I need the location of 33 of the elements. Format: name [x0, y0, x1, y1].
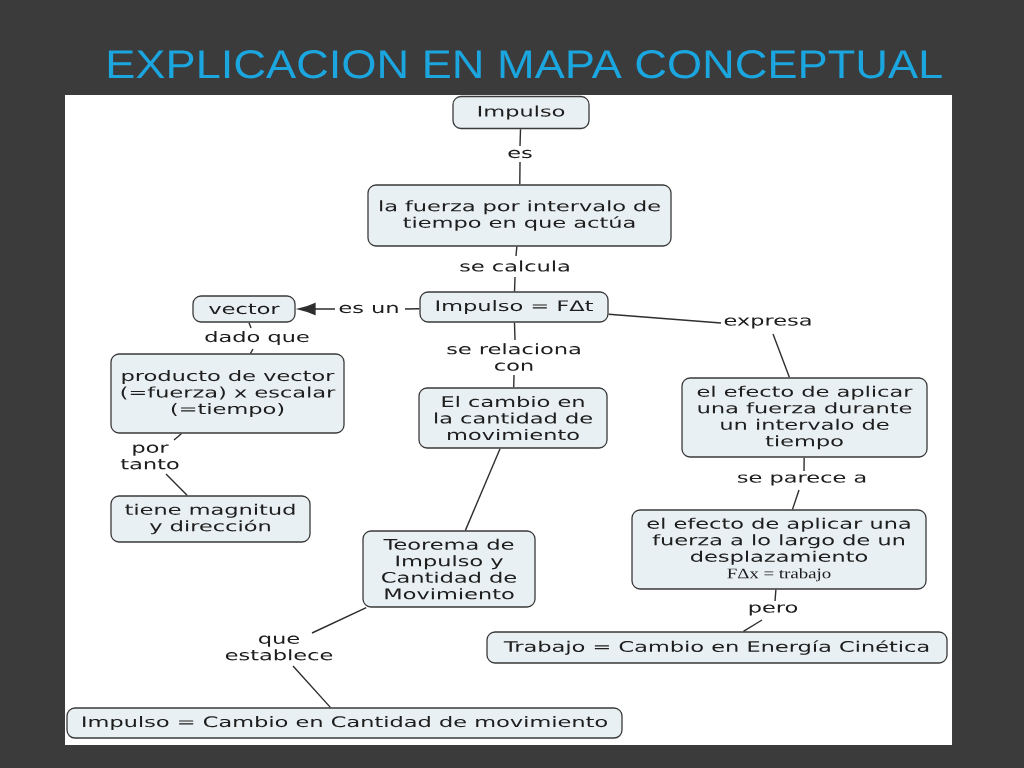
edge-label: pero [746, 603, 800, 617]
edge-label: es [506, 148, 534, 160]
connector-line [165, 432, 188, 497]
concept-box: producto de vector (=fuerza) x escalar (=tiempo) [110, 353, 345, 434]
edge-label: expresa [722, 316, 814, 330]
concept-box: la fuerza por intervalo de tiempo en que actúa [367, 184, 672, 247]
concept-box: El cambio en la cantidad de movimiento [418, 387, 608, 449]
concept-box: tiene magnitud y dirección [110, 495, 311, 543]
concept-box: Impulso = FΔt [419, 291, 609, 323]
edge-label: se relaciona con [445, 342, 583, 372]
title: EXPLICACION EN MAPA CONCEPTUAL [108, 50, 942, 79]
concept-box: el efecto de aplicar una fuerza durante un intervalo de tiempo [681, 377, 928, 458]
connector-line [742, 588, 777, 633]
concept-box: Impulso = Cambio en Cantidad de movimiento [66, 707, 623, 739]
connector-line [791, 456, 805, 511]
edge-label: por tanto [119, 443, 181, 471]
concept-box: el efecto de aplicar una fuerza a lo largo de un desplazamiento FΔx = trabajo [631, 509, 927, 590]
connector-line [292, 606, 367, 709]
edge-label: que establece [223, 634, 335, 662]
concept-box: Trabajo = Cambio en Energía Cinética [486, 631, 948, 664]
edge-label: es un [337, 303, 401, 315]
connector-line [513, 321, 516, 389]
connector-line [248, 321, 254, 355]
connector-line [464, 447, 501, 532]
connector-line [513, 245, 518, 293]
concept-box: vector [192, 295, 296, 323]
concept-box: Teorema de Impulso y Cantidad de Movimiento [362, 530, 536, 608]
arrow [298, 302, 421, 316]
edge-label: se parece a [735, 473, 869, 487]
connector-line [519, 128, 522, 186]
edge-label: se calcula [458, 259, 572, 273]
connector-line [607, 313, 791, 379]
concept-box: Impulso [452, 95, 590, 130]
